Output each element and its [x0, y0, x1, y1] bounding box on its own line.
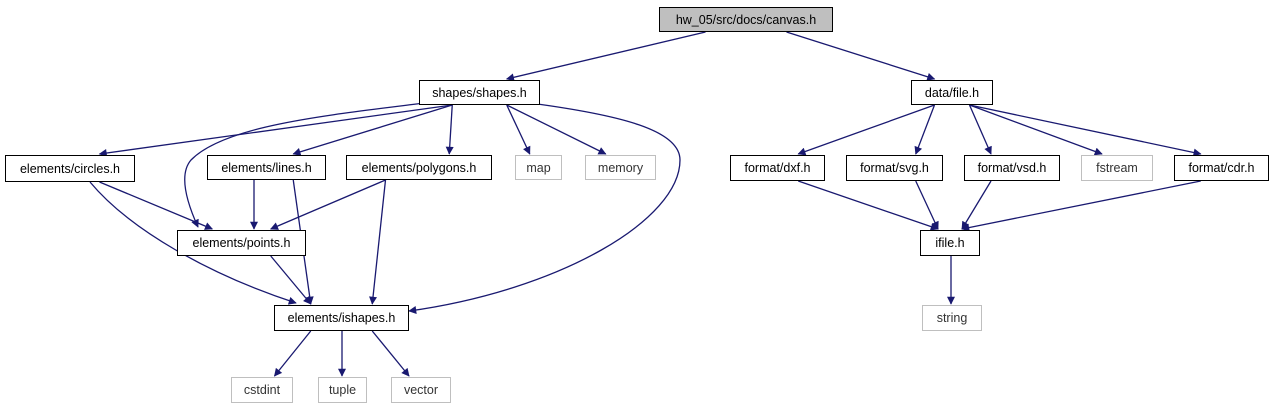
edge-shapes-to-polygons: [445, 104, 454, 155]
node-polygons-h[interactable]: elements/polygons.h: [346, 155, 492, 180]
edge-shapes-to-map: [506, 104, 531, 155]
node-lines-h[interactable]: elements/lines.h: [207, 155, 326, 180]
node-map: map: [515, 155, 562, 180]
edge-shapes-to-memory: [506, 104, 607, 155]
edge-vsd-to-ifile: [961, 180, 992, 230]
edge-dxf-to-ifile: [798, 180, 939, 231]
node-cdr-h[interactable]: format/cdr.h: [1174, 155, 1269, 181]
edge-ishapes-to-cstdint: [273, 330, 312, 377]
edge-circles-to-ishapes: [89, 181, 297, 305]
edge-circles-to-points: [99, 181, 213, 230]
node-file-h[interactable]: data/file.h: [911, 80, 993, 105]
edge-points-to-ishapes: [270, 255, 312, 305]
node-vector: vector: [391, 377, 451, 403]
node-dxf-h[interactable]: format/dxf.h: [730, 155, 825, 181]
node-points-h[interactable]: elements/points.h: [177, 230, 306, 256]
edge-shapes-to-lines: [292, 104, 453, 156]
node-vsd-h[interactable]: format/vsd.h: [964, 155, 1060, 181]
edge-canvas-to-file: [786, 31, 936, 81]
node-tuple: tuple: [318, 377, 367, 403]
node-ifile-h[interactable]: ifile.h: [920, 230, 980, 256]
edge-ishapes-to-vector: [371, 330, 410, 377]
edge-svg-to-ifile: [915, 180, 939, 230]
node-canvas-h: hw_05/src/docs/canvas.h: [659, 7, 833, 32]
edge-file-to-fstream: [969, 104, 1103, 156]
edge-shapes-to-ishapes: [408, 102, 681, 314]
edge-file-to-svg: [914, 104, 936, 155]
edge-cdr-to-ifile: [961, 180, 1201, 232]
edge-file-to-dxf: [797, 104, 935, 156]
edge-file-to-vsd: [968, 104, 992, 155]
edge-polygons-to-points: [270, 179, 386, 230]
node-memory: memory: [585, 155, 656, 180]
edge-shapes-to-circles: [98, 104, 453, 157]
node-cstdint: cstdint: [231, 377, 293, 403]
node-fstream: fstream: [1081, 155, 1153, 181]
node-circles-h[interactable]: elements/circles.h: [5, 155, 135, 182]
edge-polygons-to-ishapes: [369, 179, 387, 305]
node-string: string: [922, 305, 982, 331]
node-svg-h[interactable]: format/svg.h: [846, 155, 943, 181]
node-shapes-h[interactable]: shapes/shapes.h: [419, 80, 540, 105]
edge-file-to-cdr: [969, 104, 1202, 157]
edge-shapes-to-points: [184, 102, 425, 228]
node-ishapes-h[interactable]: elements/ishapes.h: [274, 305, 409, 331]
edge-canvas-to-shapes: [505, 31, 706, 82]
